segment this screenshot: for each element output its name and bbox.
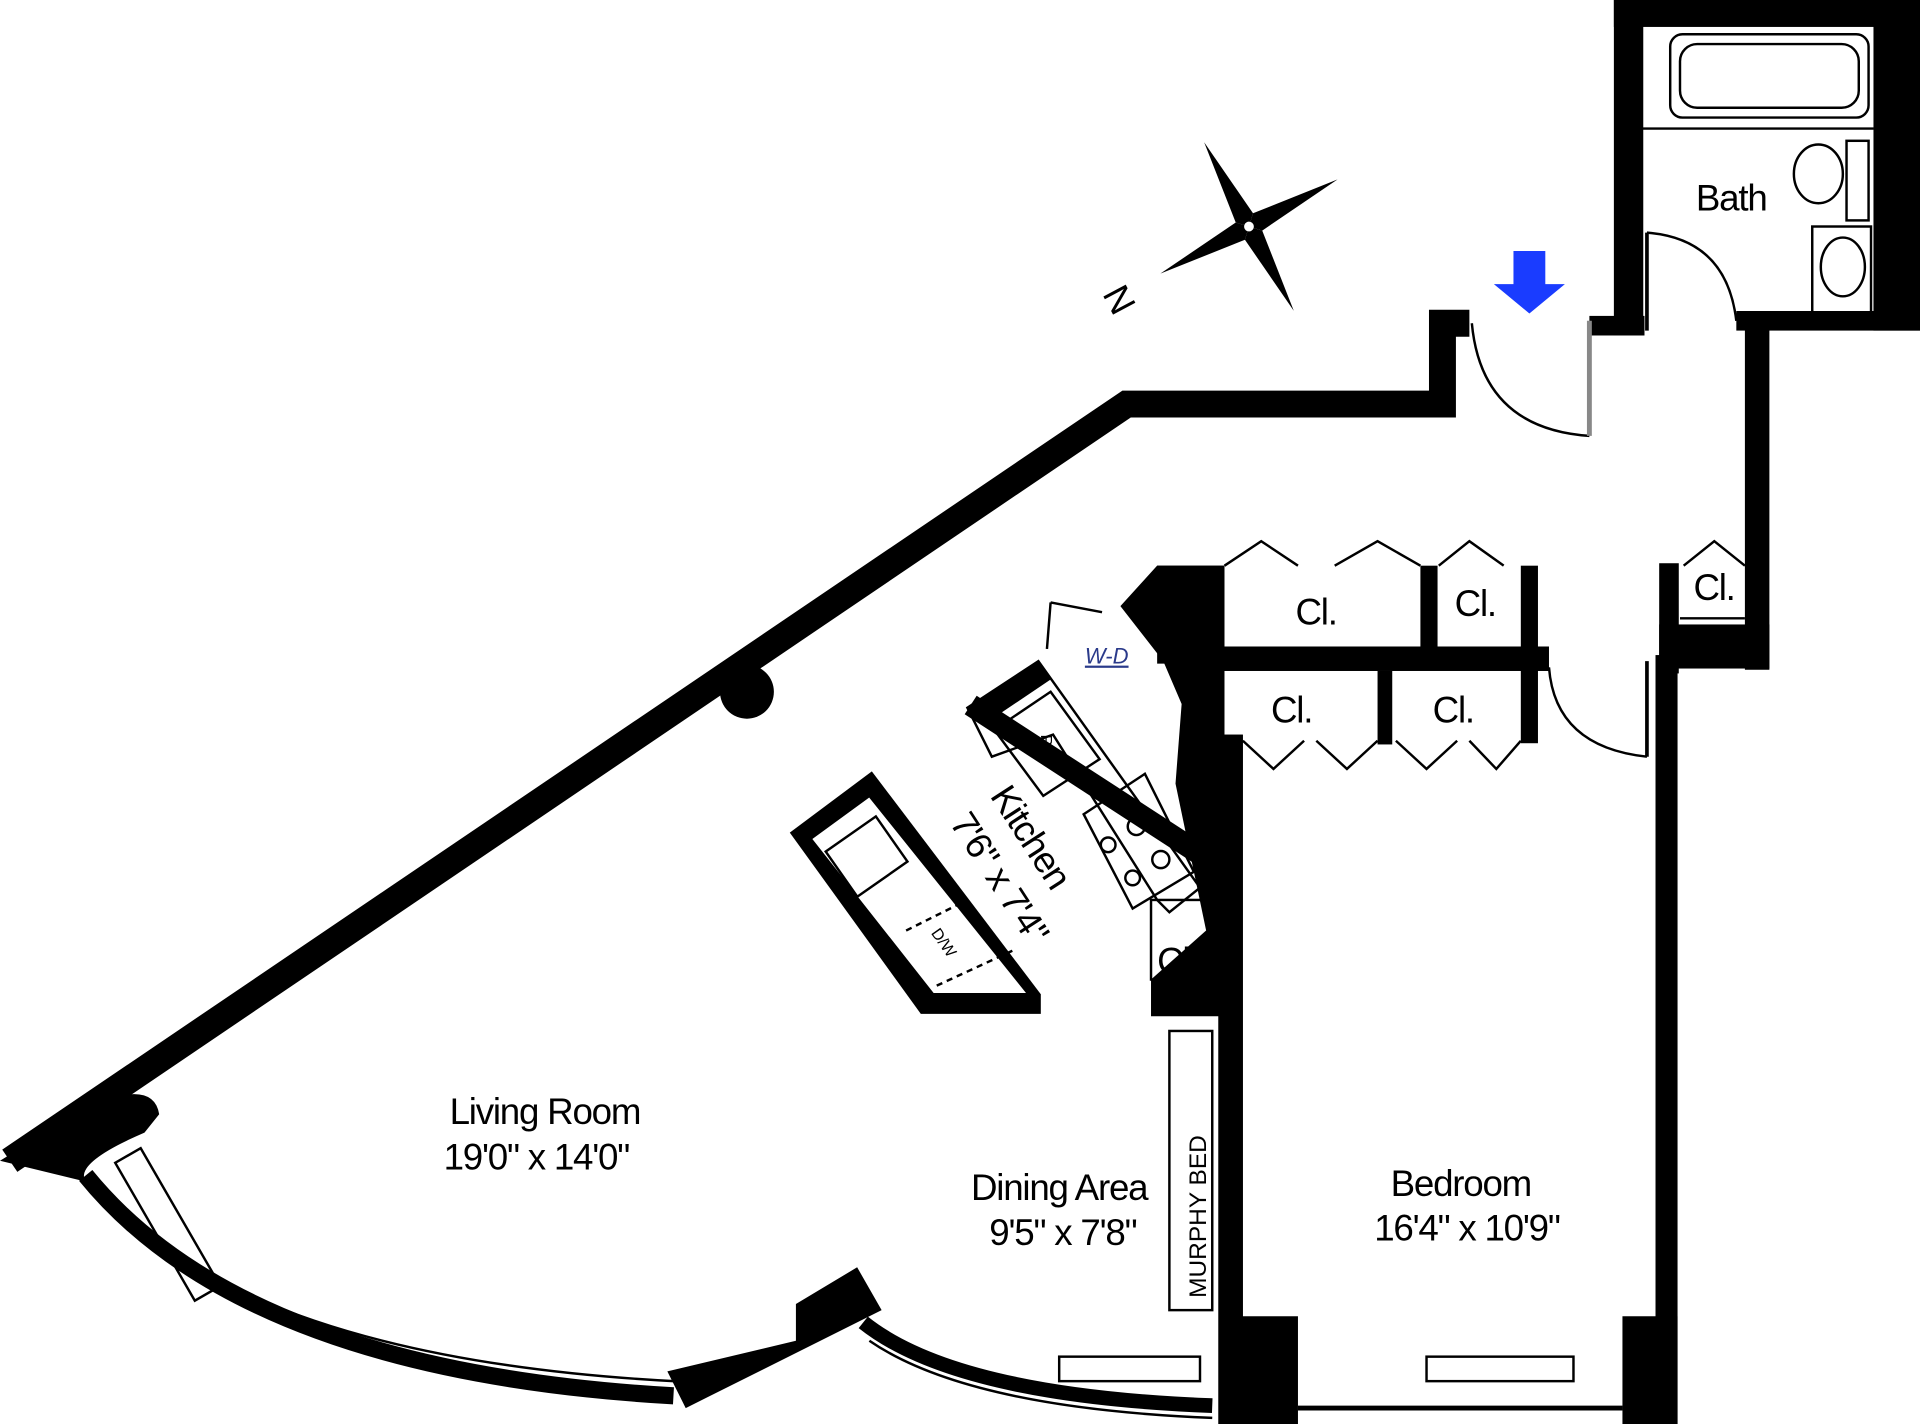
bath-fixtures: Bath [1640, 33, 1874, 331]
entry-door[interactable] [1470, 320, 1592, 438]
room-label-bath: Bath [1696, 178, 1767, 219]
compass-north-label: N [1095, 278, 1143, 320]
compass-icon [1160, 142, 1338, 311]
closet-label: Cl. [1271, 689, 1312, 730]
bedroom-door[interactable] [1547, 661, 1649, 758]
closets: Cl. Cl. Cl. Cl. Cl. Cl. [1149, 539, 1746, 981]
room-label-dining: Dining Area [971, 1167, 1149, 1208]
room-label-living: Living Room [450, 1091, 641, 1132]
closet-label: Cl. [1455, 583, 1496, 624]
closet-label: Cl. [1433, 689, 1474, 730]
stove-icon [1082, 772, 1196, 911]
room-label-bedroom: Bedroom [1391, 1163, 1531, 1204]
sink-icon [1819, 236, 1867, 298]
refrigerator-label: REF [1037, 735, 1054, 767]
room-size-bedroom: 16'4" x 10'9" [1374, 1207, 1560, 1248]
room-size-living: 19'0" x 14'0" [444, 1136, 630, 1177]
entry-arrow-icon [1493, 251, 1565, 314]
toilet-icon [1792, 143, 1845, 205]
bath-door[interactable] [1646, 231, 1738, 321]
room-size-dining: 9'5" x 7'8" [989, 1212, 1136, 1253]
closet-label: Cl. [1296, 591, 1337, 632]
murphy-bed-label: MURPHY BED [1185, 1135, 1212, 1298]
murphy-bed [1168, 1029, 1214, 1312]
closet-label: Cl. [1693, 567, 1734, 608]
washer-dryer-label: W-D [1085, 644, 1129, 669]
closet-label: Cl. [1157, 940, 1198, 981]
kitchen-sink-icon [824, 814, 910, 899]
refrigerator-icon [992, 690, 1102, 798]
